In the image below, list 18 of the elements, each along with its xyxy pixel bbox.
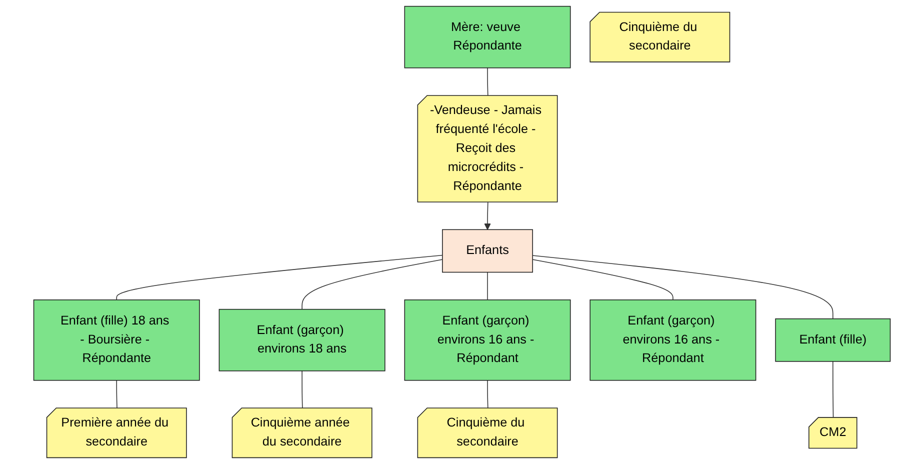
node-box: Enfant (garçon) environs 16 ans - Répondant: [590, 299, 756, 381]
connector: [487, 67, 488, 96]
arrow: [484, 202, 491, 230]
connector: [302, 259, 443, 310]
connector: [487, 380, 488, 409]
connector: [302, 370, 303, 409]
node-box: Mère: veuve Répondante: [404, 6, 571, 68]
connector: [116, 254, 443, 300]
node-box: Enfant (fille) 18 ans - Boursière - Répondante: [33, 299, 200, 381]
connector: [532, 259, 674, 300]
node-box: Enfant (fille): [775, 318, 891, 362]
connector: [532, 255, 834, 320]
node-box: Enfant (garçon) environs 18 ans: [218, 308, 386, 372]
node-box: Enfant (garçon) environs 16 ans - Répondant: [404, 299, 571, 381]
connector: [116, 380, 118, 409]
connector: [487, 272, 488, 300]
connector: [832, 361, 834, 418]
node-box: Enfants: [442, 229, 533, 273]
